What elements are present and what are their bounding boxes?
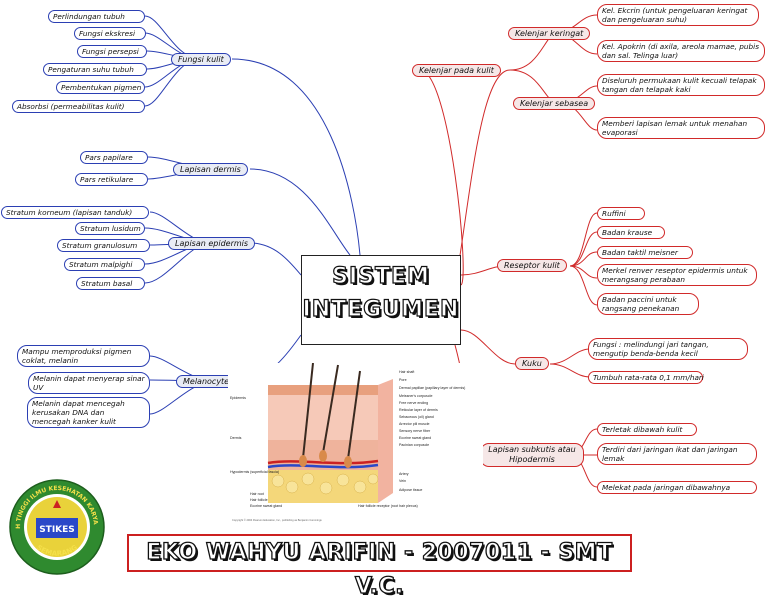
fungsi-leaf-suhu: Pengaturan suhu tubuh bbox=[43, 63, 147, 76]
illus-label-dermis: Dermis bbox=[230, 436, 242, 440]
reseptor-leaf-paccini: Badan paccini untuk rangsang penekanan bbox=[597, 293, 699, 315]
keringat-leaf-ekcrin: Kel. Ekcrin (untuk pengeluaran keringat … bbox=[597, 4, 759, 26]
fungsi-leaf-absorbsi: Absorbsi (permeabilitas kulit) bbox=[12, 100, 145, 113]
branch-kuku: Kuku bbox=[515, 357, 549, 370]
melanocytes-leaf-dna: Melanin dapat mencegah kerusakan DNA dan… bbox=[27, 397, 150, 428]
illus-label-r14: Hair follicle receptor (root hair plexus… bbox=[358, 504, 418, 508]
illus-label-r11: Artery bbox=[399, 472, 409, 476]
fungsi-leaf-ekskresi: Fungsi ekskresi bbox=[74, 27, 146, 40]
dermis-leaf-retikulare: Pars retikulare bbox=[75, 173, 148, 186]
subkutis-leaf-terletak: Terletak dibawah kulit bbox=[597, 423, 697, 436]
subkutis-leaf-terdiri: Terdiri dari jaringan ikat dan jaringan … bbox=[597, 443, 757, 465]
illus-label-r9: Eccrine sweat gland bbox=[399, 436, 431, 440]
stikes-logo: STIKES SEKOLAH TINGGI ILMU KESEHATAN KAR… bbox=[8, 478, 105, 575]
illus-label-r3: Meissner's corpuscle bbox=[399, 394, 432, 398]
illus-label-r13: Adipose tissue bbox=[399, 488, 422, 492]
melanocytes-leaf-uv: Melanin dapat menyerap sinar UV bbox=[28, 372, 150, 394]
reseptor-leaf-ruffini: Ruffini bbox=[597, 207, 645, 220]
central-title-line1: SISTEM bbox=[331, 263, 430, 289]
illus-label-r8: Sensory nerve fiber bbox=[399, 429, 431, 433]
logo-badge: STIKES bbox=[39, 525, 75, 535]
branch-lapisan-dermis: Lapisan dermis bbox=[173, 163, 248, 176]
illus-label-eccrine: Eccrine sweat gland bbox=[250, 504, 282, 508]
illus-label-epidermis: Epidermis bbox=[230, 396, 246, 400]
reseptor-leaf-meisner: Badan taktil meisner bbox=[597, 246, 693, 259]
fungsi-leaf-pigmen: Pembentukan pigmen bbox=[56, 81, 145, 94]
illus-label-r7: Arrector pili muscle bbox=[399, 422, 430, 426]
reseptor-leaf-krause: Badan krause bbox=[597, 226, 665, 239]
author-footer: EKO WAHYU ARIFIN - 2007011 - SMT V.C. bbox=[127, 534, 632, 600]
reseptor-leaf-merkel: Merkel renver reseptor epidermis untuk m… bbox=[597, 264, 757, 286]
branch-kelenjar-kulit: Kelenjar pada kulit bbox=[412, 64, 501, 77]
central-title-line2: INTEGUMEN bbox=[302, 296, 460, 322]
branch-fungsi-kulit: Fungsi kulit bbox=[171, 53, 231, 66]
fungsi-leaf-persepsi: Fungsi persepsi bbox=[77, 45, 147, 58]
sub-kelenjar-keringat: Kelenjar keringat bbox=[508, 27, 591, 40]
keringat-leaf-apokrin: Kel. Apokrin (di axila, areola mamae, pu… bbox=[597, 40, 765, 62]
illus-label-hair-root: Hair root bbox=[250, 492, 264, 496]
skin-anatomy-illustration: Epidermis Dermis Hypodermis (superficial… bbox=[228, 363, 483, 525]
epidermis-leaf-korneum: Stratum korneum (lapisan tanduk) bbox=[1, 206, 149, 219]
branch-lapisan-epidermis: Lapisan epidermis bbox=[168, 237, 256, 250]
sebasea-leaf-lemak: Memberi lapisan lemak untuk menahan evap… bbox=[597, 117, 765, 139]
illus-label-r1: Pore bbox=[399, 378, 407, 382]
kuku-leaf-tumbuh: Tumbuh rata-rata 0,1 mm/hari bbox=[588, 371, 704, 384]
subkutis-leaf-melekat: Melekat pada jaringan dibawahnya bbox=[597, 481, 757, 494]
melanocytes-leaf-produksi: Mampu memproduksi pigmen coklat, melanin bbox=[17, 345, 150, 367]
illus-label-r6: Sebaceous (oil) gland bbox=[399, 415, 434, 419]
epidermis-leaf-basal: Stratum basal bbox=[76, 277, 145, 290]
kuku-leaf-fungsi: Fungsi : melindungi jari tangan, menguti… bbox=[588, 338, 748, 360]
illus-label-r12: Vein bbox=[399, 479, 406, 483]
epidermis-leaf-malpighi: Stratum malpighi bbox=[64, 258, 145, 271]
branch-subkutis: Lapisan subkutis atau Hipodermis bbox=[480, 443, 584, 467]
illus-label-r5: Reticular layer of dermis bbox=[399, 408, 438, 412]
illus-label-r4: Free nerve ending bbox=[399, 401, 428, 405]
illus-label-hair-follicle: Hair follicle bbox=[250, 498, 268, 502]
fungsi-leaf-perlindungan: Perlindungan tubuh bbox=[48, 10, 145, 23]
illus-caption: Copyright © 2004 Pearson Education, Inc.… bbox=[232, 518, 322, 522]
central-topic: SISTEM INTEGUMEN bbox=[301, 255, 461, 345]
illus-label-r0: Hair shaft bbox=[399, 370, 414, 374]
illus-label-r2: Dermal papillae (papillary layer of derm… bbox=[399, 386, 465, 390]
epidermis-leaf-granulosum: Stratum granulosum bbox=[57, 239, 150, 252]
sub-kelenjar-sebasea: Kelenjar sebasea bbox=[513, 97, 596, 110]
branch-reseptor-kulit: Reseptor kulit bbox=[497, 259, 567, 272]
illus-label-hypodermis: Hypodermis (superficial fascia) bbox=[230, 470, 279, 474]
dermis-leaf-papilare: Pars papilare bbox=[80, 151, 148, 164]
illus-label-r10: Pacinian corpuscle bbox=[399, 443, 429, 447]
author-footer-text: EKO WAHYU ARIFIN - 2007011 - SMT V.C. bbox=[146, 539, 613, 599]
sebasea-leaf-seluruh: Diseluruh permukaan kulit kecuali telapa… bbox=[597, 74, 765, 96]
epidermis-leaf-lusidum: Stratum lusidum bbox=[75, 222, 145, 235]
